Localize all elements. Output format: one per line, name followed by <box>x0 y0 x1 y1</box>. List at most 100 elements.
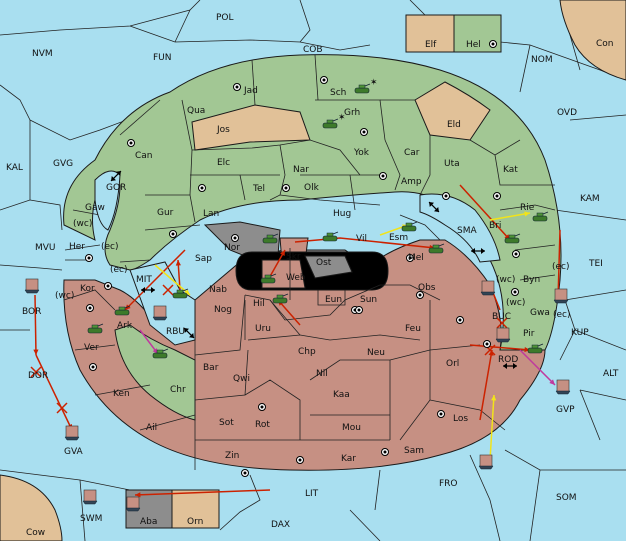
province-ost-center[interactable] <box>304 255 353 279</box>
province-labels: POL NVM FUN COB Elf Hel Con NOM OVD KAL … <box>6 13 619 538</box>
label-nvm: NVM <box>32 49 53 59</box>
army-body <box>527 347 543 354</box>
province-con[interactable] <box>559 0 626 81</box>
double-arrow-icon <box>471 248 485 254</box>
province-eld[interactable] <box>414 81 491 141</box>
supply-center-dot <box>458 318 462 322</box>
label-gva: GVA <box>64 447 84 457</box>
army-unit-icon <box>152 348 169 359</box>
army-turret <box>326 232 334 237</box>
label-hel: Hel <box>466 40 481 50</box>
supply-center-dot <box>514 252 518 256</box>
label-gvg: GVG <box>53 159 73 169</box>
label-eld: Eld <box>447 120 461 130</box>
army-unit-icon <box>272 293 289 304</box>
supply-center-dot <box>439 412 443 416</box>
label-mou: Mou <box>342 423 361 433</box>
fleet-flag <box>481 280 495 294</box>
move-order-arrow <box>124 249 186 311</box>
label-wc4: (wc) <box>506 298 525 308</box>
supply-center-dot <box>235 85 239 89</box>
label-nil: Nil <box>316 369 328 379</box>
fleet-flag <box>496 327 510 341</box>
double-arrow-icon <box>141 287 155 293</box>
label-gaw: Gaw <box>85 203 105 213</box>
move-order-arrow-head <box>175 260 181 266</box>
label-nom: NOM <box>531 55 553 65</box>
supply-center-dot <box>383 450 387 454</box>
fleet-unit-icon <box>555 379 571 395</box>
arrow-head-left <box>503 363 507 369</box>
label-aba: Aba <box>140 517 157 527</box>
fleet-hull <box>152 316 168 321</box>
label-bor: BOR <box>22 307 41 317</box>
label-nor: Nor <box>224 243 240 253</box>
supply-center-dot <box>233 236 237 240</box>
army-turret <box>326 119 334 124</box>
label-nab: Nab <box>209 285 227 295</box>
army-turret <box>156 349 164 354</box>
sea-sma[interactable] <box>419 193 501 263</box>
army-body <box>272 297 288 304</box>
army-barrel <box>542 211 549 215</box>
province-chr[interactable] <box>114 324 196 421</box>
army-body <box>152 352 168 359</box>
label-mel: Mel <box>408 253 424 263</box>
star-icon: ✶ <box>370 78 378 88</box>
army-unit-icon <box>322 118 339 129</box>
army-turret <box>358 84 366 89</box>
move-order-arrow <box>459 184 511 241</box>
label-yok: Yok <box>353 148 370 158</box>
label-qua: Qua <box>187 106 205 116</box>
army-unit-icon <box>401 221 418 232</box>
fleet-hull <box>553 299 569 304</box>
label-ec4: (ec) <box>553 310 571 320</box>
pink-province-borders <box>63 248 506 470</box>
label-neu: Neu <box>367 348 385 358</box>
label-hug: Hug <box>333 209 351 219</box>
fleet-hull <box>82 500 98 505</box>
army-turret <box>276 294 284 299</box>
army-body <box>260 277 276 284</box>
army-barrel <box>514 233 521 237</box>
label-ver: Ver <box>84 343 99 353</box>
province-orn[interactable] <box>171 489 220 529</box>
supply-center-dot <box>362 130 366 134</box>
army-body <box>87 327 103 334</box>
label-elf: Elf <box>425 40 437 50</box>
province-elf[interactable] <box>405 14 455 53</box>
supply-center-dot <box>357 308 361 312</box>
label-skr: Skr <box>286 252 301 262</box>
label-buc: BUC <box>492 312 511 322</box>
province-cow[interactable] <box>0 474 63 542</box>
fleet-flag <box>25 278 39 292</box>
label-som: SOM <box>556 493 577 503</box>
label-tei: TEI <box>588 259 603 269</box>
fleet-hull <box>64 436 80 441</box>
label-ark: Ark <box>117 321 133 331</box>
label-cob: COB <box>303 45 323 55</box>
army-barrel <box>97 323 104 327</box>
army-barrel <box>162 348 169 352</box>
label-fro: FRO <box>439 479 458 489</box>
label-orn: Orn <box>187 517 203 527</box>
army-barrel <box>182 288 189 292</box>
army-unit-icon <box>527 343 544 354</box>
label-tel: Tel <box>252 184 265 194</box>
army-unit-icon <box>87 323 104 334</box>
label-rbu: RBU <box>166 327 185 337</box>
fleet-hull <box>125 507 141 512</box>
label-fun: FUN <box>153 53 172 63</box>
army-turret <box>91 324 99 329</box>
label-nar: Nar <box>293 165 309 175</box>
label-ovd: OVD <box>557 108 577 118</box>
label-byn: Byn <box>523 275 540 285</box>
label-kaa: Kaa <box>333 390 350 400</box>
label-uru: Uru <box>255 324 271 334</box>
sea-gor[interactable] <box>94 170 121 231</box>
army-unit-icon <box>172 288 189 299</box>
label-sot: Sot <box>219 418 234 428</box>
double-arrow-icon <box>503 363 517 369</box>
